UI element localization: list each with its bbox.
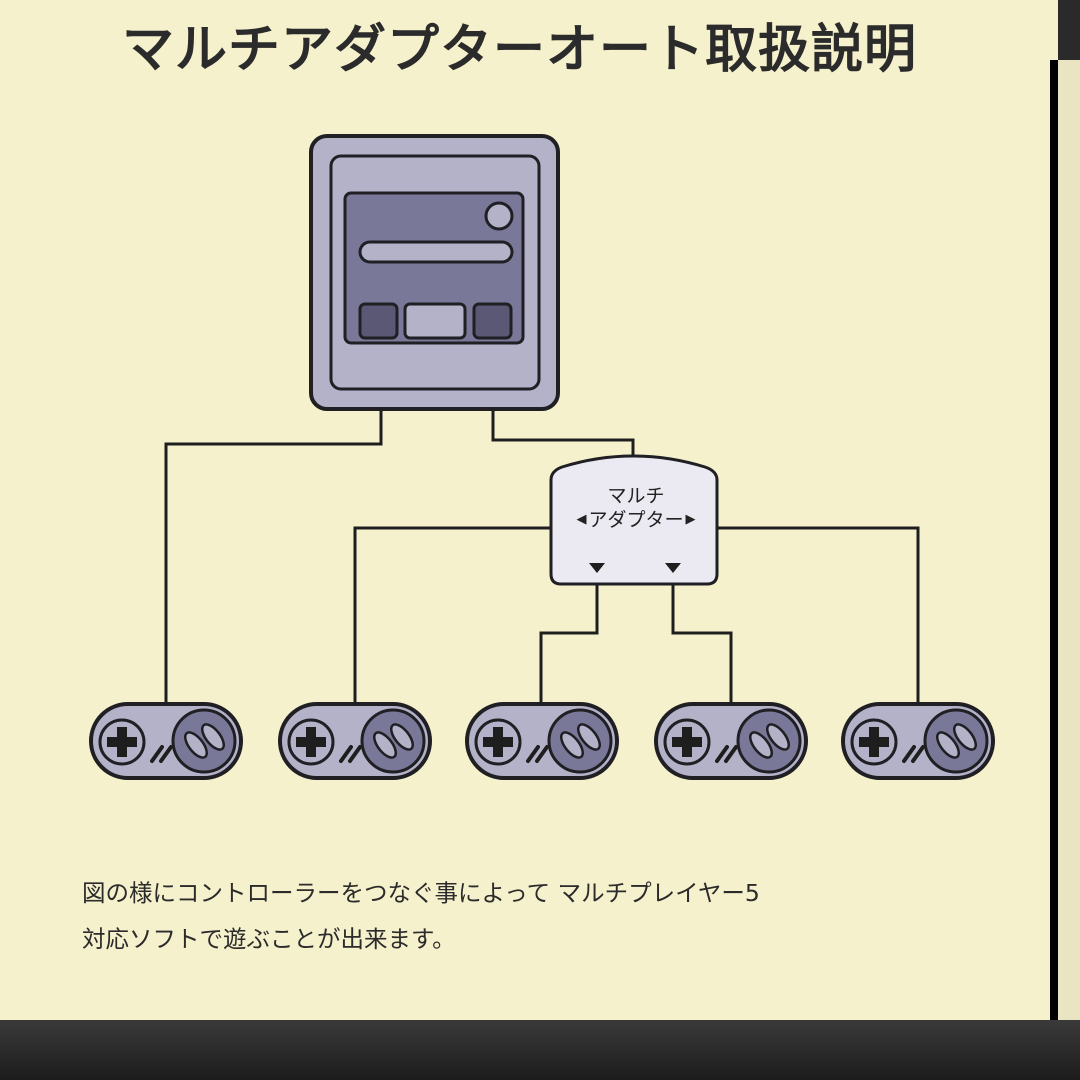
multi-adapter-icon — [549, 454, 719, 586]
page-title: マルチアダプターオート取扱説明 — [122, 20, 918, 80]
connection-diagram — [89, 134, 995, 780]
controller-icon — [841, 702, 995, 780]
controller-icon — [278, 702, 432, 780]
connection-wires — [164, 405, 920, 705]
adapter-label-line2: アダプター — [588, 509, 684, 531]
super-famicom-console-icon — [309, 134, 560, 411]
adapter-label-line1: マルチ — [607, 485, 665, 507]
caption-line1: 図の様にコントローラーをつなぐ事によって マルチプレイヤー5 — [82, 879, 760, 907]
right-arrow-icon: ▶ — [685, 512, 696, 527]
controller-icon — [654, 702, 808, 780]
left-arrow-icon: ◀ — [576, 512, 587, 527]
adapter-label: マルチ ◀ アダプター ▶ — [551, 484, 721, 532]
controller-icon — [89, 702, 243, 780]
caption: 図の様にコントローラーをつなぐ事によって マルチプレイヤー5 対応ソフトで遊ぶこ… — [82, 870, 1042, 962]
page-edge-right — [1050, 60, 1080, 1040]
instruction-sheet: マルチアダプターオート取扱説明 — [0, 0, 1058, 1040]
controller-icon — [465, 702, 619, 780]
caption-line2: 対応ソフトで遊ぶことが出来ます。 — [82, 925, 456, 953]
page-edge-bottom — [0, 1020, 1080, 1080]
